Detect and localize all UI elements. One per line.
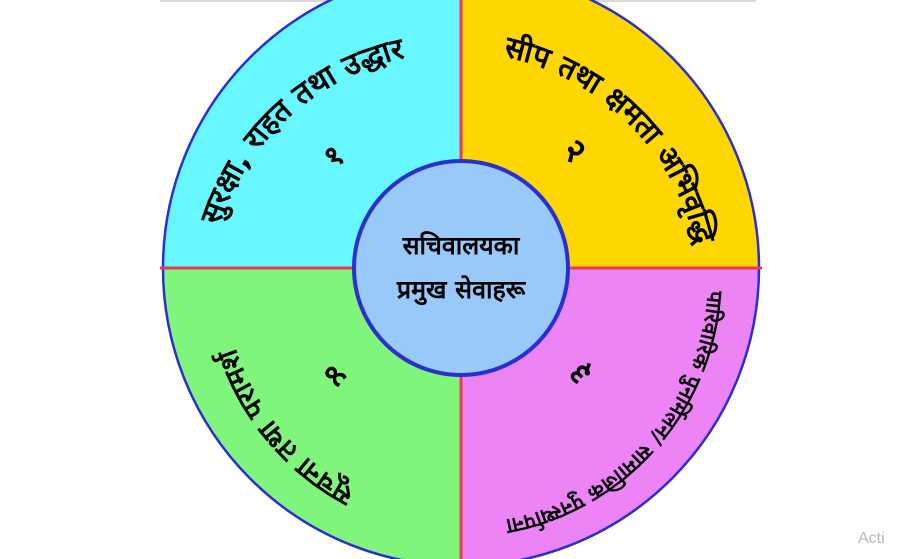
activation-watermark: Acti xyxy=(858,530,885,547)
center-title-line1: सचिवालयका xyxy=(402,231,521,260)
center-circle xyxy=(352,159,570,377)
center-title-line2: प्रमुख सेवाहरू xyxy=(396,275,527,306)
